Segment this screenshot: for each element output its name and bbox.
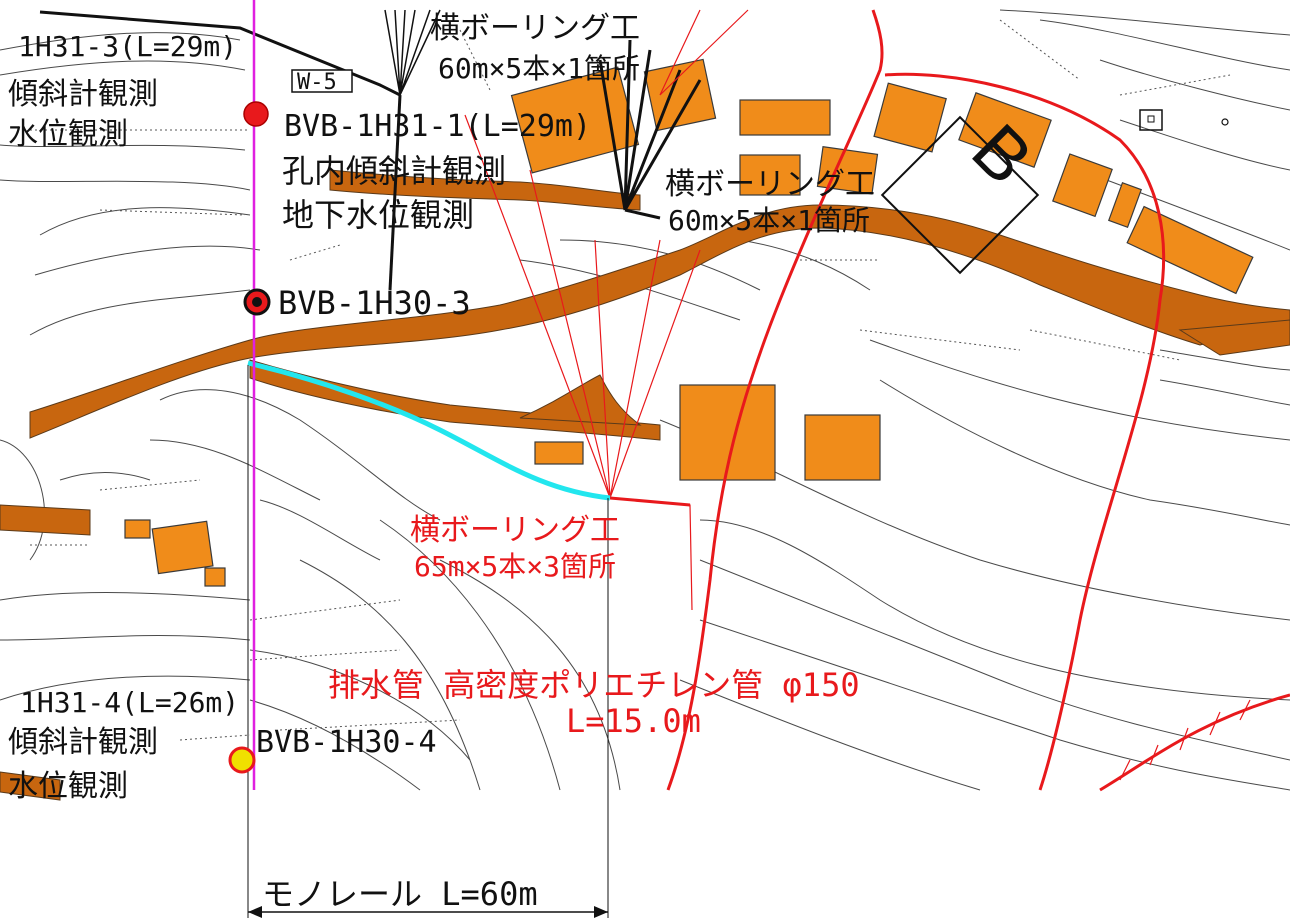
road-left	[0, 504, 91, 536]
buildings	[124, 58, 1254, 587]
roads	[0, 169, 1290, 801]
building	[151, 520, 214, 575]
label-w5: W-5	[297, 70, 337, 95]
road-upper	[329, 169, 641, 211]
retaining-walls	[30, 19, 1231, 741]
observation-markers	[228, 101, 271, 774]
building	[534, 441, 584, 465]
road-spur	[519, 374, 642, 426]
building	[1107, 182, 1143, 228]
building	[204, 567, 226, 587]
label-water-obs-2: 水位観測	[8, 769, 128, 804]
labels: 横ボーリング工 60m×5本×1箇所 W-5 1H31-3(L=29m) 傾斜計…	[8, 11, 1047, 913]
block-b-marker	[880, 115, 1040, 275]
building	[873, 82, 947, 153]
building	[739, 99, 831, 136]
label-bh-1h31-3: 1H31-3(L=29m)	[18, 30, 237, 63]
main-road	[29, 204, 1290, 439]
marker-1h30-4	[228, 746, 256, 774]
structure-icons	[1139, 109, 1229, 131]
building	[124, 519, 151, 539]
label-bvb-1h31-1: BVB-1H31-1(L=29m)	[284, 109, 591, 144]
monorail-dimension	[247, 365, 609, 918]
label-boring-low-spec: 65m×5本×3箇所	[414, 550, 616, 583]
label-monorail: モノレール L=60m	[262, 875, 538, 913]
landslide-scarp	[1099, 693, 1290, 792]
label-drain-pipe: 排水管 高密度ポリエチレン管 φ150	[328, 666, 860, 704]
contour-lines	[0, 9, 1290, 791]
label-bvb-1h30-4: BVB-1H30-4	[256, 725, 437, 760]
building	[1052, 153, 1113, 218]
building	[739, 154, 801, 196]
label-boring-low: 横ボーリング工	[410, 513, 620, 548]
w5-box	[291, 69, 353, 93]
road-right-end	[1178, 319, 1290, 356]
label-drain-len: L=15.0m	[566, 702, 701, 740]
label-boring-mid: 横ボーリング工	[665, 167, 875, 202]
boring-lines	[39, 9, 749, 611]
label-water-obs-1: 水位観測	[8, 117, 128, 152]
label-incl-obs-2: 傾斜計観測	[8, 725, 158, 760]
building	[804, 414, 881, 481]
building	[816, 146, 879, 195]
landslide-boundary	[884, 72, 1166, 791]
building	[1126, 205, 1254, 295]
label-hole-incl-obs: 孔内傾斜計観測	[282, 152, 506, 190]
label-boring-top: 横ボーリング工	[430, 11, 640, 46]
label-incl-obs-1: 傾斜計観測	[8, 77, 158, 112]
road-bottom-left	[0, 771, 61, 801]
marker-1h31-3	[243, 101, 269, 127]
label-boring-mid-spec: 60m×5本×1箇所	[668, 204, 870, 237]
label-bh-1h31-4: 1H31-4(L=26m)	[20, 686, 239, 719]
landslide-boundaries	[666, 9, 1290, 792]
label-bvb-1h30-3: BVB-1H30-3	[278, 284, 471, 322]
label-ground-water-obs: 地下水位観測	[282, 196, 474, 234]
label-boring-top-spec: 60m×5本×1箇所	[438, 52, 640, 85]
landslide-boundary	[666, 9, 884, 791]
drain-pipe	[247, 360, 611, 501]
